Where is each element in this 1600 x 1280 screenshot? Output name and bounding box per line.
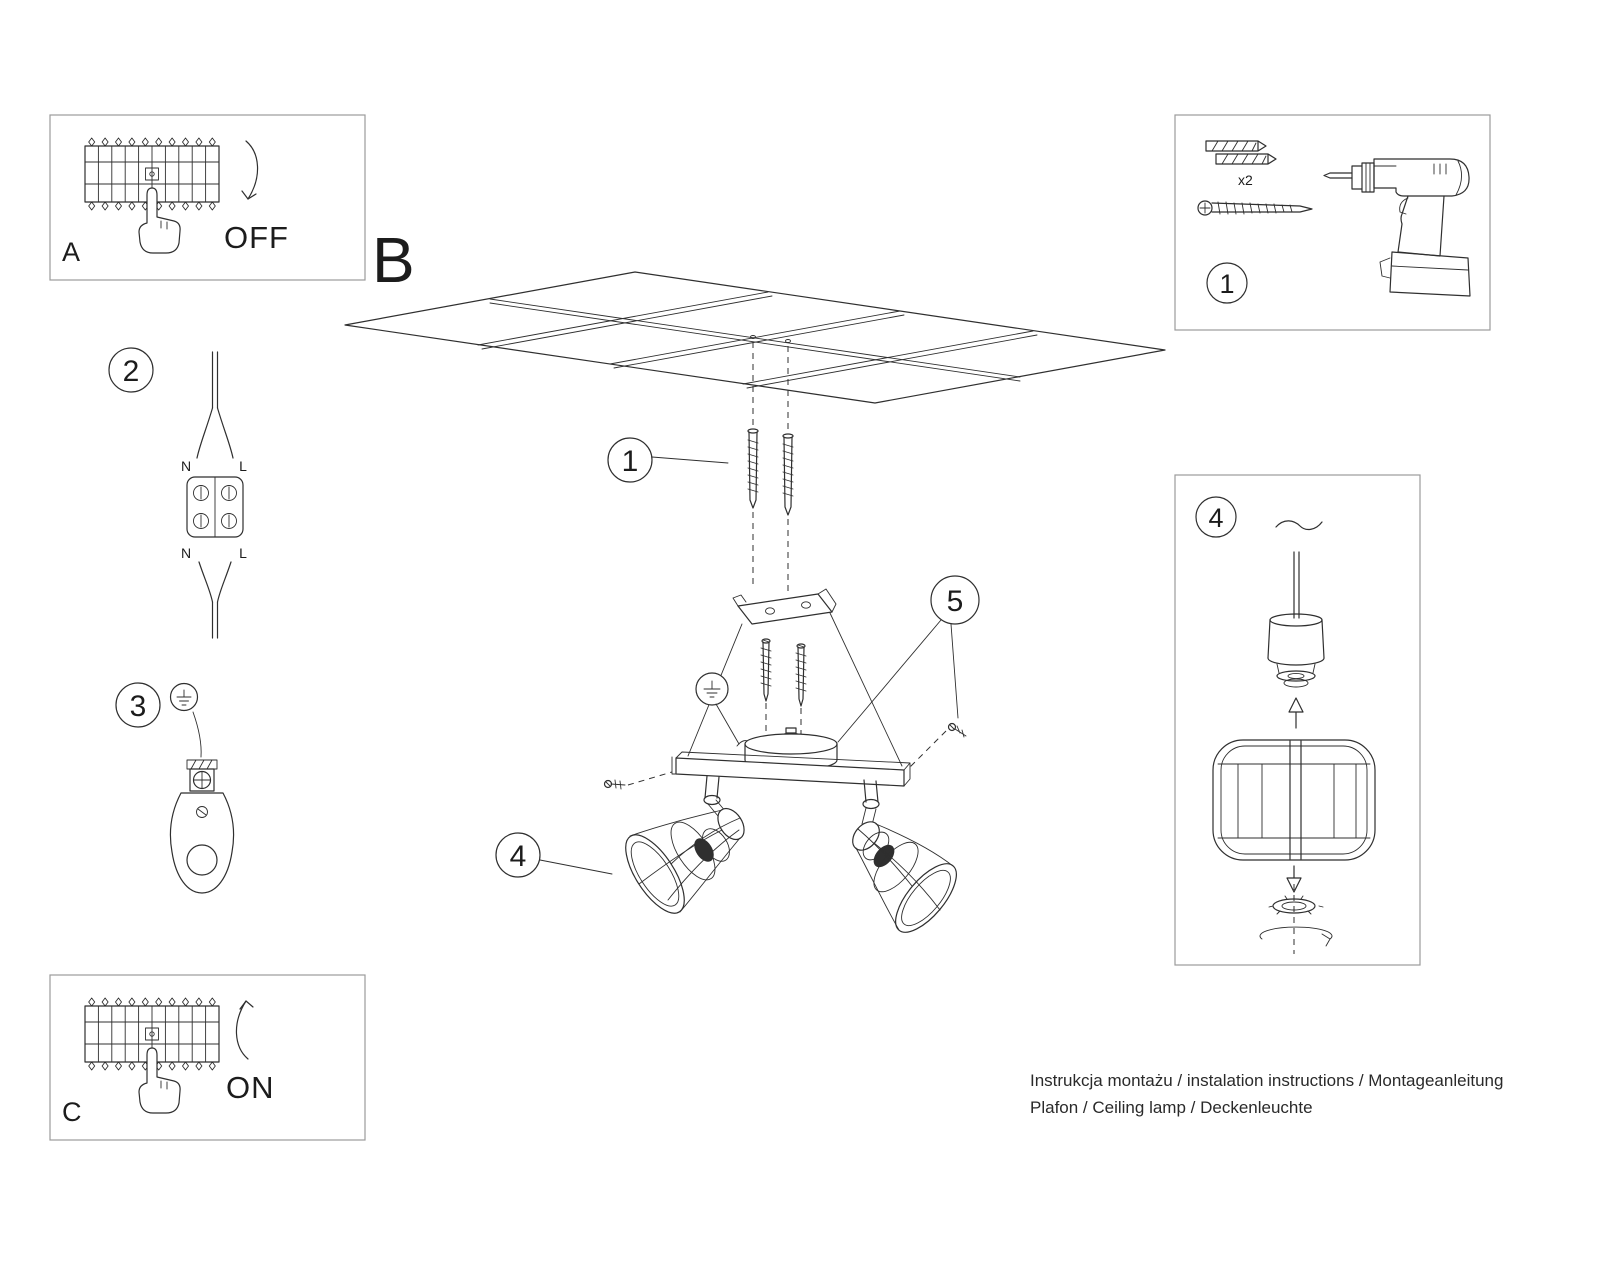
hand-icon [138, 187, 181, 254]
wire-label-n-bottom: N [181, 545, 191, 561]
arrow-up-icon [1288, 697, 1304, 729]
callout-3-number: 3 [130, 690, 147, 723]
panel-c-border [49, 974, 366, 1141]
arrow-on-icon [235, 1000, 254, 1060]
lamp-assembly [603, 727, 957, 933]
callout-5-number: 5 [947, 585, 964, 618]
wire-squiggle [1275, 520, 1323, 531]
bar-screw [603, 771, 673, 790]
ground-callout [695, 672, 763, 747]
cage-shade [1212, 739, 1376, 861]
drill-mark-right [785, 339, 791, 343]
panel-a: OFF A [49, 114, 366, 281]
mounting-bar [671, 751, 911, 787]
callout-4: 4 [495, 832, 613, 878]
callout-4-number: 4 [510, 840, 527, 873]
canopy [744, 727, 838, 771]
anchor-screws [747, 342, 794, 594]
wire-label-l-bottom: L [239, 545, 247, 561]
callout-5: 5 [837, 575, 980, 770]
kit-callout-1-circle [1206, 262, 1248, 304]
footer-line-1: Instrukcja montażu / instalation instruc… [1030, 1071, 1503, 1090]
screw-left [747, 428, 759, 509]
callout-1: 1 [607, 437, 729, 483]
right-spot-head [852, 779, 957, 933]
ground-symbol-icon [169, 682, 199, 712]
kit-box-border [1174, 114, 1491, 331]
on-label: ON [226, 1070, 275, 1105]
kit-callout-1-number: 1 [1219, 269, 1234, 299]
lamp-holder [1267, 613, 1325, 688]
kit-box: x2 1 [1174, 114, 1491, 331]
drill-icon [1323, 158, 1471, 297]
pendant-cable [1293, 551, 1300, 619]
ceiling-grid [344, 271, 1166, 404]
wall-anchors-icon [1205, 140, 1277, 165]
mounting-screw-icon [1197, 200, 1313, 216]
callout-2-circle [108, 347, 154, 393]
step-2-wiring: 2 N L N L [108, 347, 247, 639]
ground-wire [192, 711, 202, 758]
retaining-ring [1268, 895, 1324, 915]
footer-line-2: Plafon / Ceiling lamp / Deckenleuchte [1030, 1098, 1313, 1117]
hand-icon [138, 1047, 181, 1114]
ceiling-bracket-part [169, 759, 235, 894]
wire-label-n-top: N [181, 458, 191, 474]
callout-2-number: 2 [123, 355, 140, 388]
left-spot-head [625, 775, 745, 914]
wire-label-l-top: L [239, 458, 247, 474]
rotate-arrow-icon [1259, 884, 1333, 954]
shade-callout-4-circle [1195, 496, 1237, 538]
drill-mark-left [750, 335, 756, 339]
arrow-off-icon [241, 140, 259, 200]
shade-box: 4 [1174, 474, 1421, 966]
shade-callout-4-number: 4 [1208, 503, 1223, 533]
panel-c: ON C [49, 974, 366, 1141]
callout-1-number: 1 [622, 445, 639, 478]
off-label: OFF [224, 220, 289, 255]
footer: Instrukcja montażu / instalation instruc… [1030, 1071, 1503, 1117]
strap-screws [760, 638, 807, 740]
panel-c-label: C [62, 1097, 82, 1127]
side-screw [907, 722, 967, 770]
panel-b-label: B [372, 224, 415, 296]
step-3-ground: 3 [115, 682, 235, 894]
anchor-qty-label: x2 [1238, 172, 1253, 188]
shade-box-border [1174, 474, 1421, 966]
callout-3-circle [115, 682, 161, 728]
screw-right [782, 433, 794, 516]
panel-a-border [49, 114, 366, 281]
panel-a-label: A [62, 237, 80, 267]
